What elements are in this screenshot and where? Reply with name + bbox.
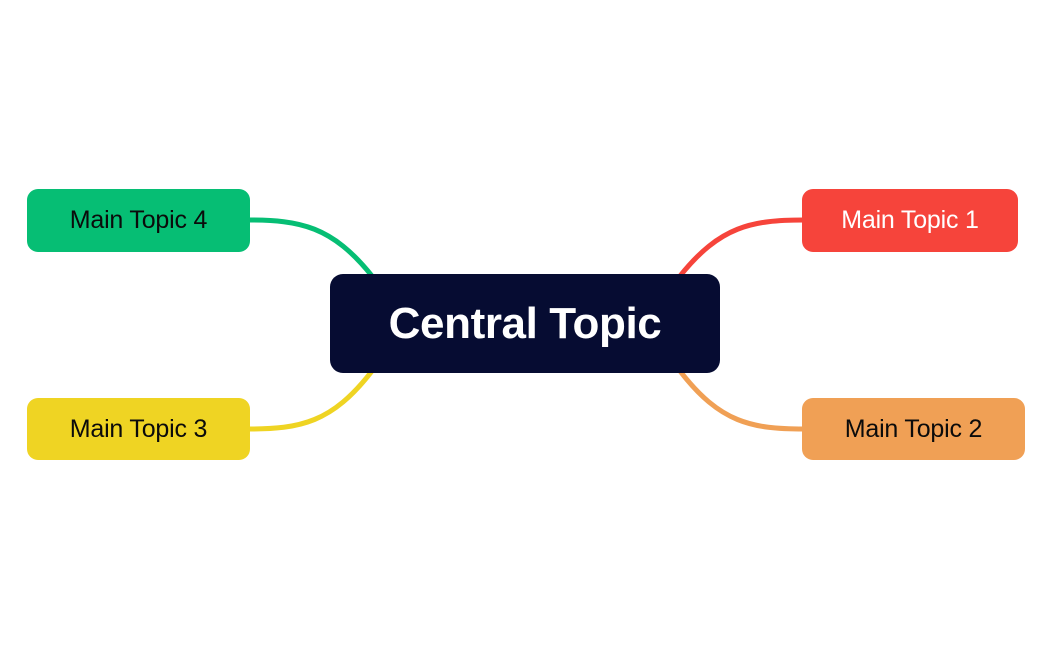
main-topic-3-label: Main Topic 3 — [69, 414, 208, 443]
main-topic-2-node[interactable]: Main Topic 2 — [802, 398, 1025, 460]
main-topic-1-node[interactable]: Main Topic 1 — [802, 189, 1018, 252]
main-topic-1-label: Main Topic 1 — [841, 206, 979, 234]
connector-topic-3 — [245, 368, 375, 432]
connector-topic-1 — [677, 217, 807, 279]
connector-topic-2 — [677, 368, 807, 432]
main-topic-2-label: Main Topic 2 — [844, 414, 983, 443]
connector-topic-4 — [245, 217, 375, 279]
central-topic-label: Central Topic — [388, 298, 662, 348]
main-topic-3-node[interactable]: Main Topic 3 — [27, 398, 250, 460]
main-topic-4-label: Main Topic 4 — [69, 206, 208, 234]
central-topic-node[interactable]: Central Topic — [330, 274, 720, 373]
main-topic-4-node[interactable]: Main Topic 4 — [27, 189, 250, 252]
